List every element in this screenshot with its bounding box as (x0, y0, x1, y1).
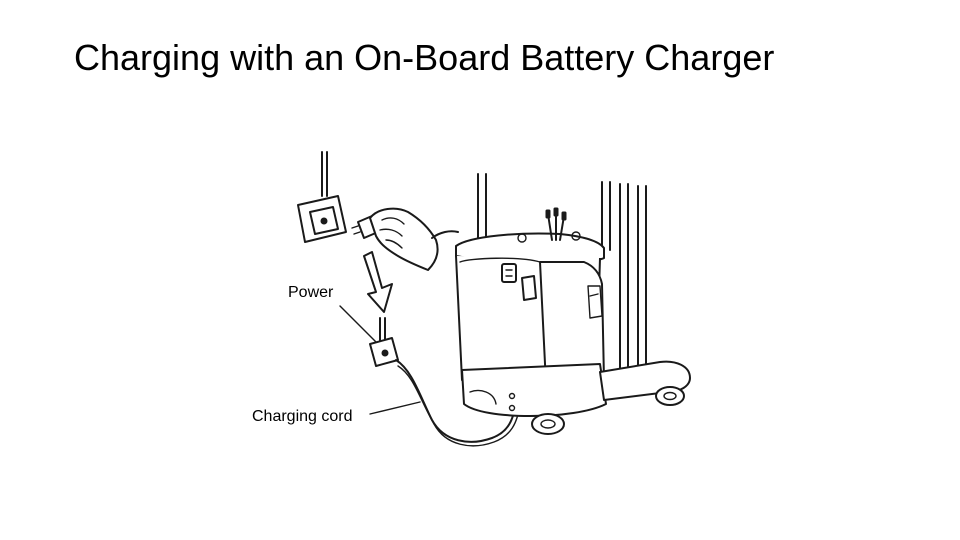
cord-label: Charging cord (252, 408, 353, 425)
power-callout: Power (288, 284, 377, 343)
cord-callout: Charging cord (252, 401, 421, 425)
slide-title: Charging with an On-Board Battery Charge… (74, 37, 775, 78)
pallet-truck-icon (455, 173, 691, 435)
connector-box (369, 317, 399, 367)
power-label: Power (288, 284, 334, 301)
wall-outlet-icon (297, 151, 347, 243)
hand-plug-icon (351, 207, 459, 271)
down-arrow-icon (363, 251, 393, 313)
